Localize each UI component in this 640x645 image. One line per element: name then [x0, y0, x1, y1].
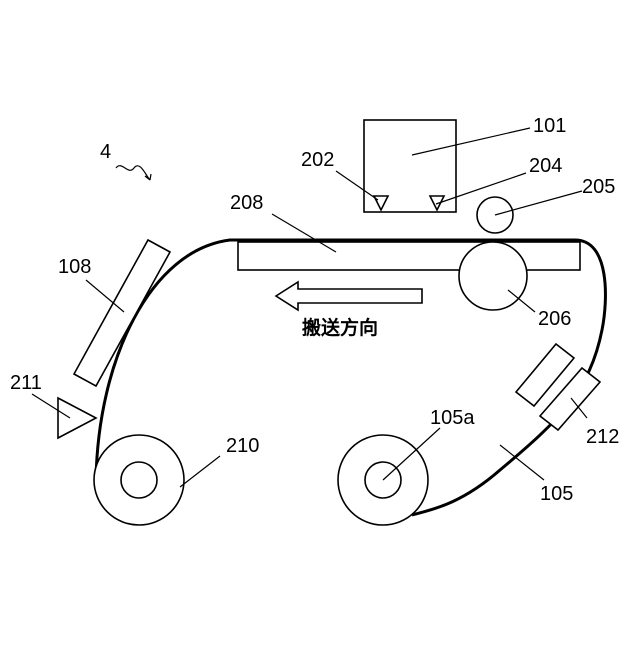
label-101: 101: [533, 115, 566, 137]
label-212: 212: [586, 426, 619, 448]
figure-ref-squiggle: [116, 166, 151, 180]
label-202: 202: [301, 149, 334, 171]
label-105: 105: [540, 483, 573, 505]
leader-210: [180, 456, 220, 487]
direction-label: 搬送方向: [302, 316, 378, 339]
direction-arrow: [276, 282, 422, 310]
platen-bar: [238, 242, 580, 270]
label-210: 210: [226, 435, 259, 457]
figure-ref-label: 4: [100, 141, 111, 163]
supply-reel-inner: [121, 462, 157, 498]
drive-roller: [459, 242, 527, 310]
label-206: 206: [538, 308, 571, 330]
label-105a: 105a: [430, 407, 475, 429]
label-205: 205: [582, 176, 615, 198]
label-208: 208: [230, 192, 263, 214]
detector-left-triangle: [58, 398, 96, 438]
label-204: 204: [529, 155, 562, 177]
label-211: 211: [10, 372, 42, 394]
label-108: 108: [58, 256, 91, 278]
